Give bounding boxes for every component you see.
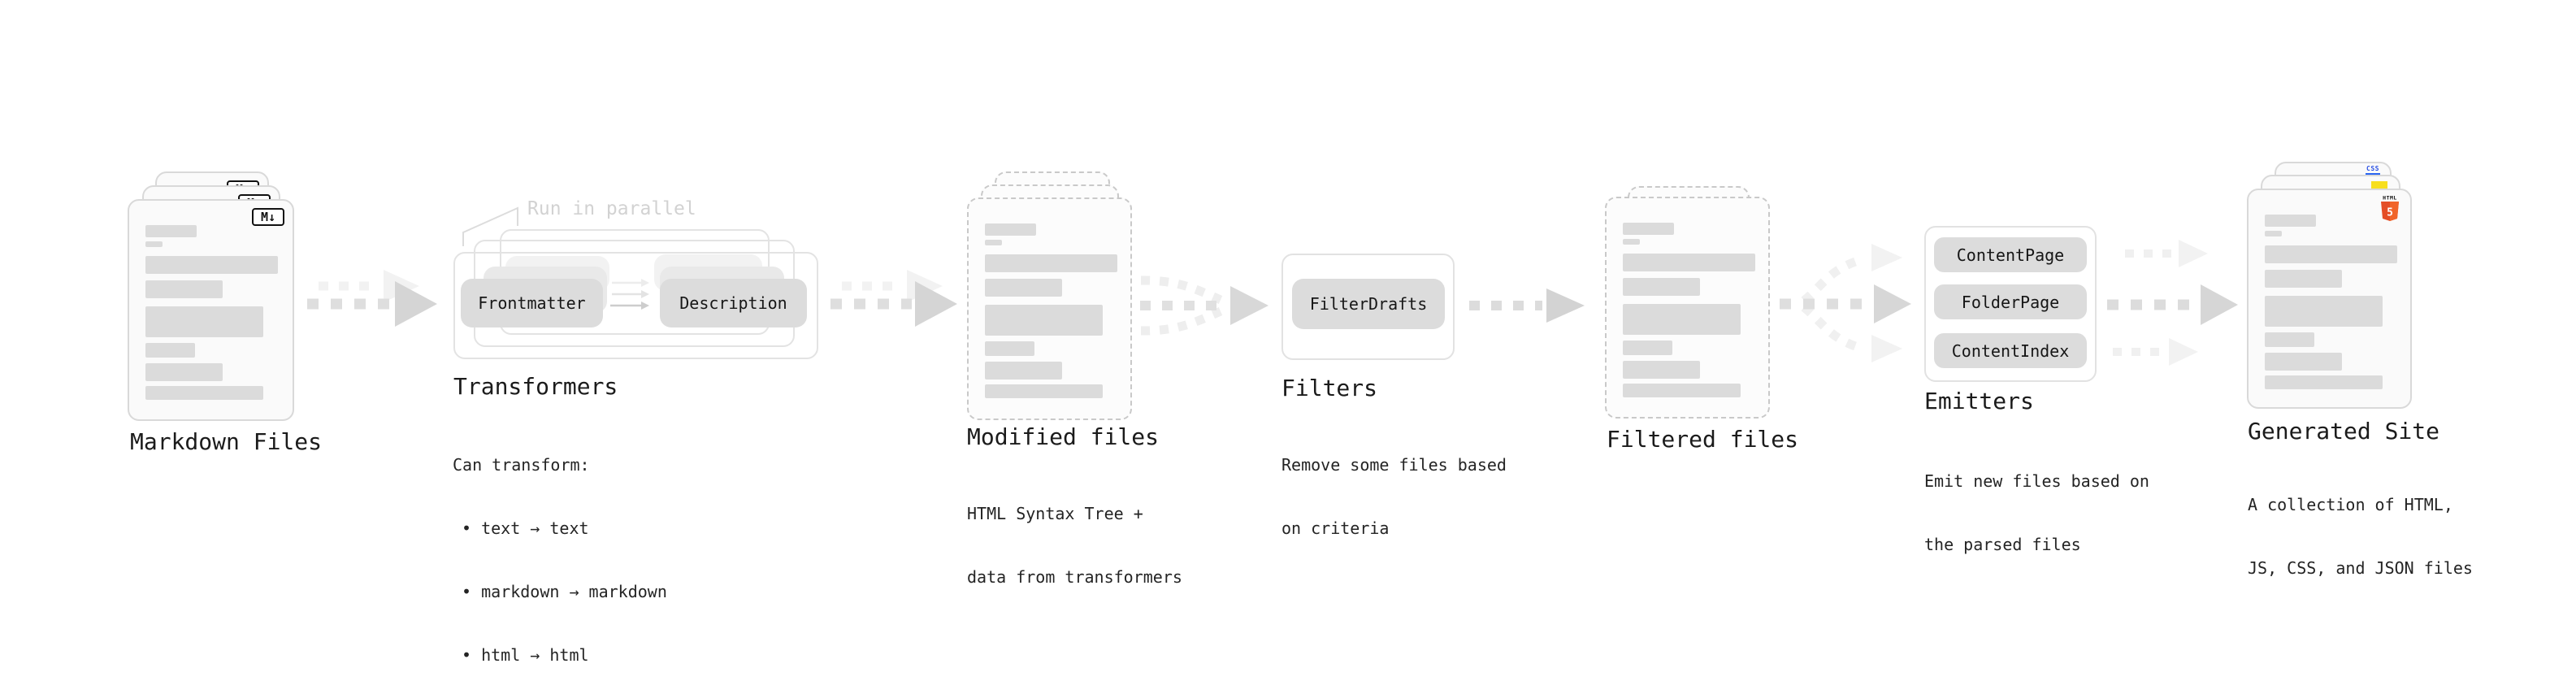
placeholder-bar	[985, 240, 1002, 245]
flow-arrow-filtered-to-emitters	[1780, 244, 1911, 362]
stage-label: Filters	[1281, 375, 1378, 401]
placeholder-bar	[1623, 361, 1700, 379]
file-card	[967, 197, 1132, 420]
stage-description: A collection of HTML, JS, CSS, and JSON …	[2248, 452, 2473, 621]
svg-text:HTML: HTML	[2383, 195, 2397, 202]
placeholder-bar	[2265, 353, 2342, 371]
stage-label: Modified files	[967, 423, 1160, 450]
placeholder-bar	[1623, 340, 1672, 355]
placeholder-bar	[145, 363, 223, 381]
placeholder-bar	[1623, 239, 1640, 245]
callout-line	[462, 206, 518, 246]
file-card: M↓	[128, 199, 294, 421]
stage-label: Transformers	[453, 373, 618, 400]
desc-line: Can transform:	[453, 455, 590, 475]
flow-arrow-markdown-to-transformers	[307, 270, 437, 327]
desc-line: Remove some files based	[1281, 455, 1507, 475]
css-icon: CSS	[2366, 166, 2380, 176]
transformer-box	[453, 252, 818, 359]
desc-line: • markdown → markdown	[462, 582, 667, 601]
stage-description: Remove some files based on criteria	[1281, 412, 1507, 581]
desc-line: on criteria	[1281, 518, 1390, 538]
html5-icon: HTML 5	[2381, 195, 2399, 221]
placeholder-bar	[2265, 332, 2314, 347]
flow-arrow-transformers-to-modified	[830, 270, 957, 327]
placeholder-bar	[985, 223, 1036, 236]
stage-description: HTML Syntax Tree + data from transformer…	[967, 461, 1182, 630]
placeholder-bar	[145, 225, 197, 237]
placeholder-bar	[985, 362, 1062, 380]
css-icon-label: CSS	[2366, 165, 2379, 172]
placeholder-bar	[2265, 270, 2342, 288]
placeholder-bar	[145, 241, 163, 247]
stage-label: Markdown Files	[130, 428, 323, 455]
placeholder-bar	[145, 256, 278, 274]
css-icon-bar	[2366, 173, 2380, 176]
placeholder-bar	[145, 343, 195, 358]
placeholder-bar	[1623, 254, 1755, 271]
parallel-run-note: Run in parallel	[527, 198, 696, 219]
transformer-pill-frontmatter: Frontmatter	[461, 279, 603, 327]
placeholder-bar	[1623, 223, 1674, 235]
pill-arrows	[610, 279, 649, 310]
desc-line: JS, CSS, and JSON files	[2248, 558, 2473, 578]
file-card: HTML 5	[2247, 189, 2412, 409]
desc-line: the parsed files	[1924, 535, 2081, 554]
placeholder-bar	[2265, 231, 2282, 236]
desc-line: • html → html	[462, 645, 589, 665]
stage-description: Emit new files based on the parsed files	[1924, 428, 2149, 597]
placeholder-bar	[145, 386, 263, 400]
desc-line: data from transformers	[967, 567, 1182, 587]
stage-label: Emitters	[1924, 388, 2034, 414]
svg-text:5: 5	[2387, 207, 2393, 219]
flow-arrow-filters-to-filtered	[1469, 288, 1585, 323]
placeholder-bar	[1623, 278, 1700, 296]
emitter-pill-contentindex: ContentIndex	[1934, 333, 2087, 368]
placeholder-bar	[985, 254, 1117, 272]
markdown-icon: M↓	[252, 208, 284, 226]
placeholder-bar	[145, 280, 223, 298]
placeholder-bar	[1623, 384, 1741, 397]
emitter-pill-folderpage: FolderPage	[1934, 284, 2087, 319]
transformer-pill-description: Description	[660, 279, 807, 327]
placeholder-bar	[145, 306, 263, 337]
stage-label: Filtered files	[1607, 426, 1799, 453]
placeholder-bar	[985, 341, 1034, 356]
placeholder-bar	[985, 384, 1103, 398]
stage-description: Can transform: • text → text • markdown …	[453, 412, 667, 681]
filter-pill-filterdrafts: FilterDrafts	[1292, 279, 1445, 329]
flow-arrow-emitters-to-generated	[2107, 240, 2238, 366]
placeholder-bar	[985, 305, 1103, 336]
placeholder-bar	[1623, 304, 1741, 335]
placeholder-bar	[985, 279, 1062, 297]
desc-line: Emit new files based on	[1924, 471, 2149, 491]
desc-line: • text → text	[462, 518, 589, 538]
desc-line: HTML Syntax Tree +	[967, 504, 1143, 523]
placeholder-bar	[2265, 375, 2383, 389]
placeholder-bar	[2265, 296, 2383, 327]
js-icon	[2371, 181, 2387, 189]
placeholder-bar	[2265, 245, 2397, 263]
flow-arrow-modified-to-filters	[1140, 275, 1268, 336]
file-card	[1605, 197, 1770, 419]
stage-label: Generated Site	[2248, 418, 2440, 445]
emitter-pill-contentpage: ContentPage	[1934, 237, 2087, 272]
placeholder-bar	[2265, 215, 2316, 227]
desc-line: A collection of HTML,	[2248, 495, 2453, 514]
